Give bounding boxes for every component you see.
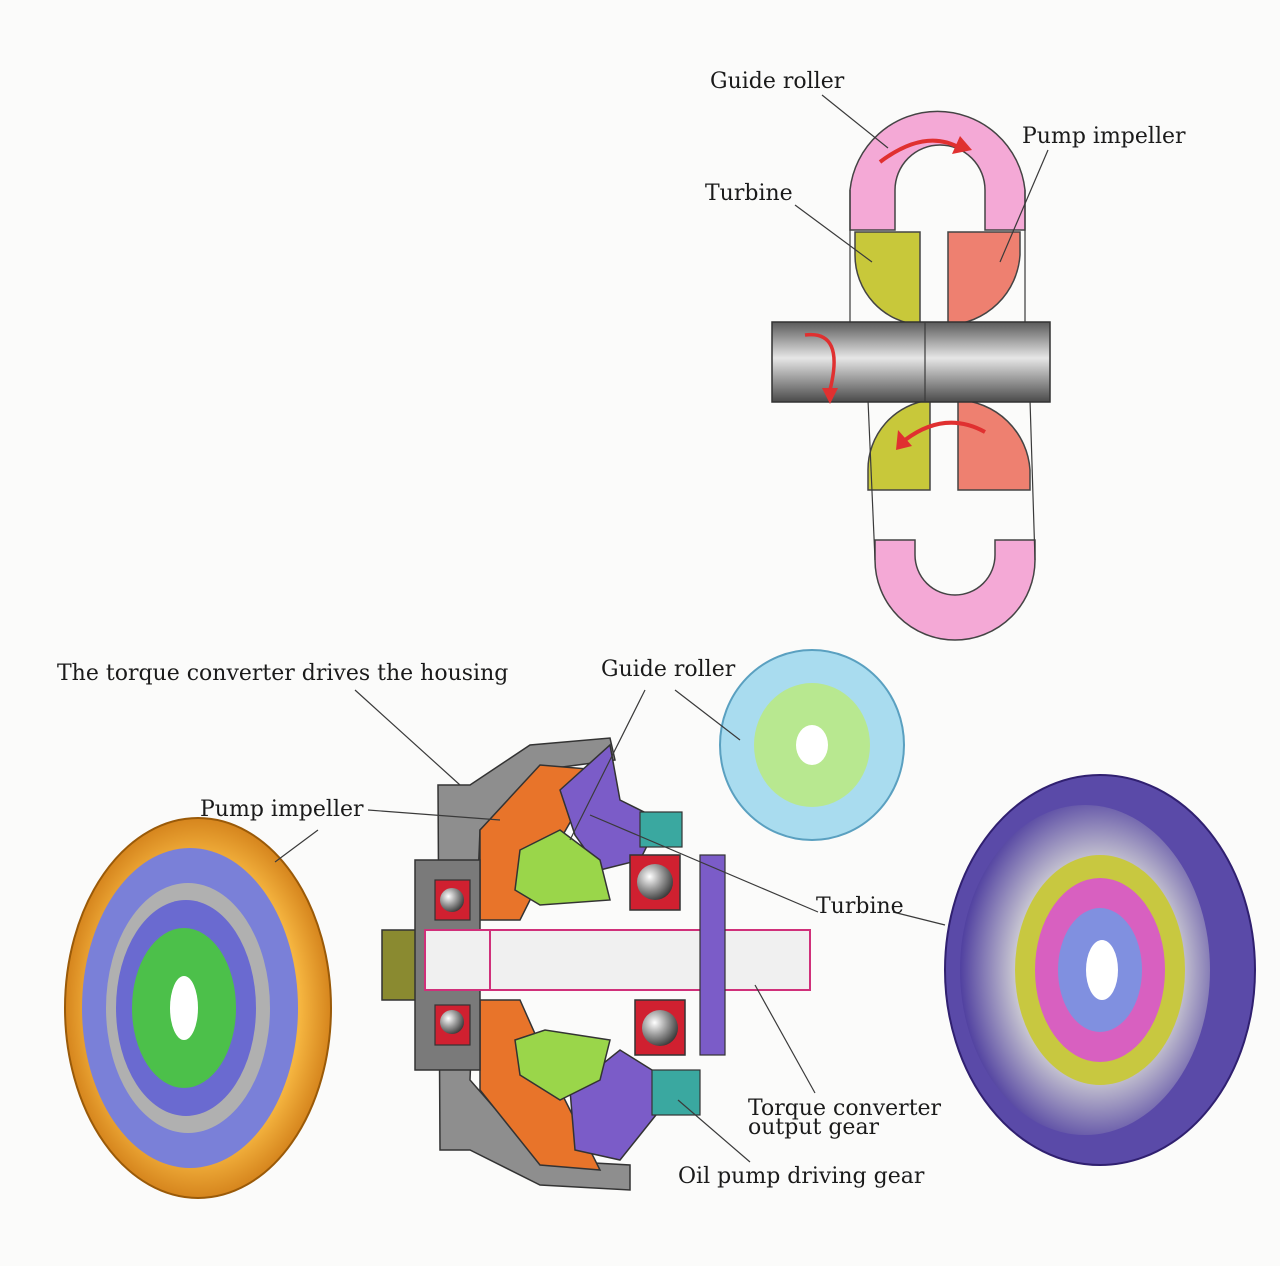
leader-pump-impeller-section	[367, 809, 501, 821]
main-shaft	[424, 929, 811, 991]
leader-output-gear	[754, 984, 816, 1094]
guide-roller-section-lower	[514, 1029, 611, 1101]
top-flow-arrowhead	[952, 136, 972, 154]
output-sleeve	[699, 854, 726, 1056]
leader-top-guide-roller	[821, 94, 889, 149]
oil-pump-gear-block	[651, 1069, 701, 1116]
top-schematic: Guide roller Pump impeller Turbine	[705, 69, 1186, 641]
leader-turbine-section	[589, 814, 819, 913]
ball-bearing	[642, 1010, 678, 1046]
top-guide-roller-upper	[849, 110, 1026, 231]
top-pump-lower	[957, 399, 1031, 491]
cross-section	[381, 737, 811, 1191]
turbine-wheel	[944, 774, 1256, 1166]
label-output-gear-line2: output gear	[748, 1115, 880, 1140]
shaft-rotation-arrowhead	[822, 388, 838, 404]
leader-housing	[354, 689, 461, 786]
pump-impeller-wheel	[64, 817, 332, 1199]
guide-roller-wheel	[719, 649, 905, 841]
shaft-rotation-arrow	[804, 332, 836, 391]
leader-pump-impeller-wheel	[274, 829, 319, 863]
label-top-turbine: Turbine	[705, 181, 793, 206]
label-bottom-turbine: Turbine	[816, 894, 904, 919]
lower-flow-arrowhead	[896, 430, 912, 450]
ball-bearing	[440, 1010, 464, 1034]
converter-housing	[437, 737, 631, 1191]
label-output-gear-line1: Torque converter	[748, 1096, 942, 1121]
label-housing: The torque converter drives the housing	[57, 661, 508, 686]
label-top-pump-impeller: Pump impeller	[1022, 124, 1186, 149]
output-gear-block	[639, 811, 683, 848]
leader-guide-roller-section	[569, 689, 646, 841]
leader-guide-roller-wheel	[674, 689, 741, 741]
ball-bearing	[440, 888, 464, 912]
leader-oil-pump-gear	[677, 1099, 751, 1163]
top-casing-line	[867, 399, 876, 561]
bottom-assembly: The torque converter drives the housing …	[57, 649, 1256, 1199]
ball-bearing	[637, 864, 673, 900]
top-pump-upper	[947, 231, 1021, 326]
leader-top-turbine	[794, 204, 873, 263]
label-bottom-pump-impeller: Pump impeller	[200, 797, 364, 822]
lower-flow-arrow	[903, 420, 986, 442]
guide-roller-section-upper	[514, 829, 611, 906]
leader-turbine-wheel	[892, 911, 946, 926]
label-bottom-guide-roller: Guide roller	[601, 657, 736, 682]
label-oil-pump-gear: Oil pump driving gear	[678, 1164, 925, 1189]
top-guide-roller-lower	[874, 539, 1036, 641]
top-flow-arrow	[878, 138, 961, 164]
top-casing-line	[1029, 399, 1036, 561]
leader-top-pump-impeller	[999, 149, 1049, 263]
label-top-guide-roller: Guide roller	[710, 69, 845, 94]
top-turbine-upper	[854, 231, 921, 326]
